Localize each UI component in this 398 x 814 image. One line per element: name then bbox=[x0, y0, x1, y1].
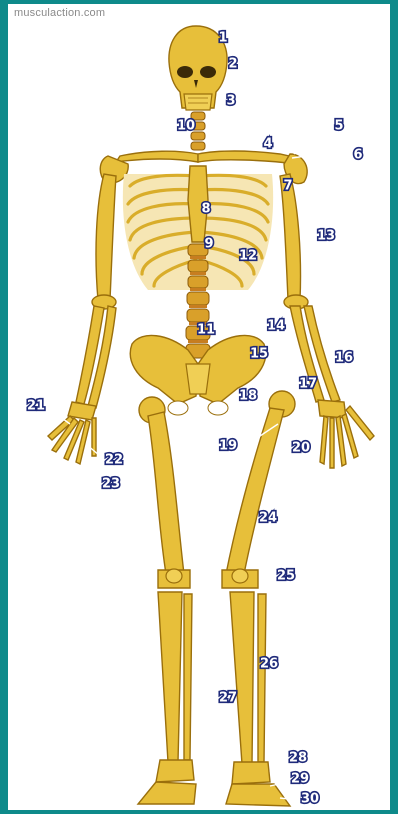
label-7: 7 bbox=[283, 179, 292, 194]
label-26: 26 bbox=[260, 657, 278, 672]
label-29: 29 bbox=[291, 772, 309, 787]
label-25: 25 bbox=[277, 569, 295, 584]
label-10: 10 bbox=[177, 119, 195, 134]
label-6: 6 bbox=[353, 148, 362, 163]
label-21: 21 bbox=[27, 399, 45, 414]
label-1: 1 bbox=[218, 31, 227, 46]
label-28: 28 bbox=[289, 751, 307, 766]
label-22: 22 bbox=[105, 453, 123, 468]
label-5: 5 bbox=[334, 119, 343, 134]
label-30: 30 bbox=[301, 792, 319, 807]
left-arm bbox=[48, 174, 116, 464]
label-14: 14 bbox=[267, 319, 285, 334]
label-3: 3 bbox=[226, 94, 235, 109]
label-27: 27 bbox=[219, 691, 237, 706]
lumbar-spine bbox=[186, 244, 210, 358]
diagram-frame: musculaction.com bbox=[8, 4, 390, 810]
label-12: 12 bbox=[239, 249, 257, 264]
label-17: 17 bbox=[299, 377, 317, 392]
right-arm bbox=[280, 174, 374, 468]
label-18: 18 bbox=[239, 389, 257, 404]
label-4: 4 bbox=[263, 137, 272, 152]
label-8: 8 bbox=[201, 202, 210, 217]
label-20: 20 bbox=[292, 441, 310, 456]
label-16: 16 bbox=[335, 351, 353, 366]
left-leg bbox=[138, 397, 196, 804]
label-9: 9 bbox=[204, 237, 213, 252]
label-11: 11 bbox=[197, 323, 215, 338]
label-2: 2 bbox=[228, 57, 237, 72]
label-19: 19 bbox=[219, 439, 237, 454]
label-15: 15 bbox=[250, 347, 268, 362]
label-23: 23 bbox=[102, 477, 120, 492]
label-24: 24 bbox=[259, 511, 277, 526]
label-13: 13 bbox=[317, 229, 335, 244]
skeleton-illustration: 1 2 3 4 5 6 7 8 9 10 11 12 13 14 15 16 1… bbox=[8, 4, 390, 810]
